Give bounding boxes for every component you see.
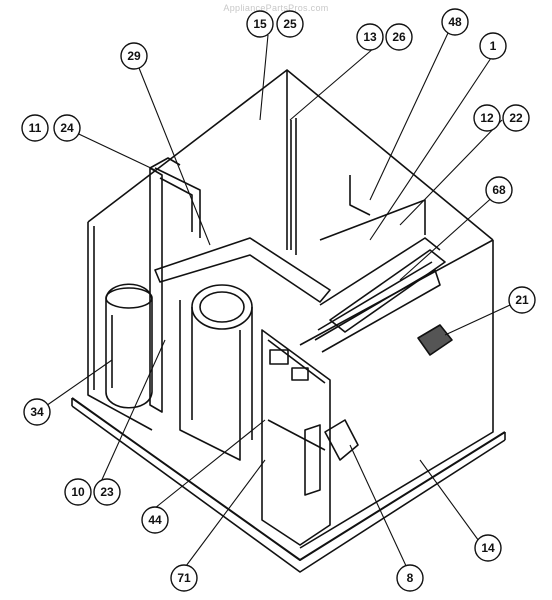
callout-23: 23 (93, 478, 121, 506)
callout-24: 24 (53, 114, 81, 142)
callout-circle (508, 286, 536, 314)
callout-71: 71 (170, 564, 198, 592)
callout-21: 21 (508, 286, 536, 314)
callout-label: 71 (177, 571, 191, 585)
callout-12: 12 (473, 104, 501, 132)
callout-circle (170, 564, 198, 592)
callout-22: 22 (502, 104, 530, 132)
callout-25: 25 (276, 10, 304, 38)
callout-circle (474, 534, 502, 562)
callout-label: 21 (515, 293, 529, 307)
callout-14: 14 (474, 534, 502, 562)
callout-label: 34 (30, 405, 44, 419)
callout-48: 48 (441, 8, 469, 36)
callout-15: 15 (246, 10, 274, 38)
callout-label: 68 (492, 183, 506, 197)
callout-circle (479, 32, 507, 60)
callout-label: 44 (148, 513, 162, 527)
callout-68: 68 (485, 176, 513, 204)
callout-circle (276, 10, 304, 38)
callout-1: 1 (479, 32, 507, 60)
callout-label: 1 (490, 39, 497, 53)
callout-circle (385, 23, 413, 51)
callout-29: 29 (120, 42, 148, 70)
callout-circle (485, 176, 513, 204)
callout-label: 8 (407, 571, 414, 585)
watermark: AppliancePartsPros.com (223, 3, 329, 13)
callout-circle (21, 114, 49, 142)
callout-label: 29 (127, 49, 141, 63)
callout-11: 11 (21, 114, 49, 142)
callout-circle (473, 104, 501, 132)
callout-circle (396, 564, 424, 592)
callout-label: 14 (481, 541, 495, 555)
callout-10: 10 (64, 478, 92, 506)
callout-34: 34 (23, 398, 51, 426)
callout-label: 25 (283, 17, 297, 31)
callout-label: 10 (71, 485, 85, 499)
callout-circle (141, 506, 169, 534)
callout-label: 24 (60, 121, 74, 135)
callout-circle (93, 478, 121, 506)
leader-lines (42, 32, 511, 569)
callout-circle (356, 23, 384, 51)
callout-label: 13 (363, 30, 377, 44)
callout-circle (23, 398, 51, 426)
callout-circle (64, 478, 92, 506)
callout-26: 26 (385, 23, 413, 51)
callout-circle (120, 42, 148, 70)
callout-label: 48 (448, 15, 462, 29)
callout-circle (441, 8, 469, 36)
callout-label: 11 (29, 121, 42, 135)
callout-label: 23 (100, 485, 114, 499)
callout-circle (502, 104, 530, 132)
callout-label: 15 (253, 17, 267, 31)
cabinet-outline (71, 69, 506, 573)
callout-44: 44 (141, 506, 169, 534)
callout-circle (53, 114, 81, 142)
callout-circle (246, 10, 274, 38)
callout-label: 22 (509, 111, 523, 125)
callout-label: 26 (392, 30, 406, 44)
callout-8: 8 (396, 564, 424, 592)
callout-13: 13 (356, 23, 384, 51)
callout-label: 12 (480, 111, 494, 125)
